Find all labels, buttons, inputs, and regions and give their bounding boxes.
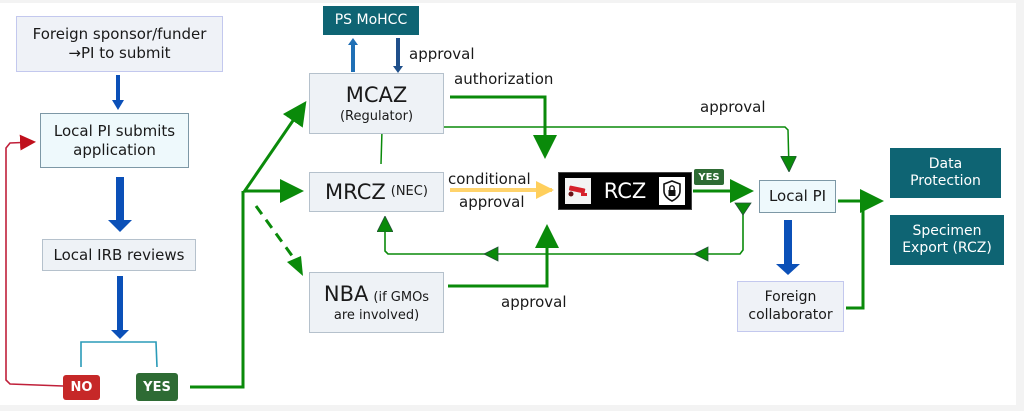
data-protection-line1: Data <box>928 155 963 172</box>
foreign-sponsor-line2: →PI to submit <box>68 44 171 62</box>
specimen-export-line2: Export (RCZ) <box>902 240 992 256</box>
nba-box: NBA (if GMOs are involved) <box>309 272 444 333</box>
mrcz-name: MRCZ <box>325 179 386 204</box>
nba-approval-label: approval <box>501 293 567 311</box>
mcaz-box: MCAZ (Regulator) <box>309 73 444 134</box>
specimen-export-line1: Specimen <box>912 222 982 239</box>
local-pi-submits-line1: Local PI submits <box>53 121 176 140</box>
specimen-export-box: Specimen Export (RCZ) <box>890 215 1004 265</box>
decision-bracket <box>80 341 158 368</box>
syringe-icon <box>565 178 591 204</box>
foreign-collaborator-line1: Foreign <box>764 289 817 305</box>
rcz-label: RCZ <box>603 178 647 203</box>
local-pi-submits-line2: application <box>73 140 156 159</box>
blue-flow-arrows <box>108 38 800 339</box>
mcaz-sub: (Regulator) <box>339 108 414 124</box>
rcz-yes-label: YES <box>698 171 720 183</box>
nba-name: NBA <box>323 282 369 307</box>
decision-no-label: NO <box>70 380 93 395</box>
nba-sub1: (if GMOs <box>373 290 430 306</box>
mcaz-approval-line <box>380 126 789 170</box>
local-pi-submits-box: Local PI submits application <box>40 113 189 168</box>
decision-yes-label: YES <box>143 379 171 395</box>
decision-no-badge: NO <box>63 375 100 400</box>
conditional-label-line2: approval <box>459 193 525 211</box>
foreign-sponsor-line1: Foreign sponsor/funder <box>32 25 207 44</box>
mcaz-name: MCAZ <box>345 83 408 108</box>
yes-to-fan-line <box>190 191 245 389</box>
authorization-label: authorization <box>454 70 554 88</box>
ps-mohcc-box: PS MoHCC <box>323 6 419 35</box>
mohcc-approval-label: approval <box>409 45 475 63</box>
no-loop-line <box>5 134 64 387</box>
local-irb-label: Local IRB reviews <box>53 245 185 264</box>
nba-sub2: are involved) <box>333 307 420 323</box>
mcaz-approval-label: approval <box>700 98 766 116</box>
arrow-to-mcaz <box>242 101 307 193</box>
foreign-collaborator-line2: collaborator <box>748 306 833 323</box>
local-pi-label: Local PI <box>768 187 827 206</box>
data-protection-line2: Protection <box>910 173 981 189</box>
return-loop-line <box>385 204 744 255</box>
decision-yes-badge: YES <box>136 373 178 401</box>
collaborator-to-outputs-line <box>846 196 865 310</box>
mrcz-box: MRCZ (NEC) <box>309 172 444 212</box>
mrcz-sub: (NEC) <box>390 183 428 199</box>
data-protection-box: Data Protection <box>890 148 1001 198</box>
nba-title-row: NBA (if GMOs <box>324 281 429 307</box>
local-pi-box: Local PI <box>759 180 836 213</box>
foreign-sponsor-box: Foreign sponsor/funder →PI to submit <box>16 16 223 72</box>
foreign-collaborator-box: Foreign collaborator <box>737 281 844 332</box>
arrow-to-nba-dashed <box>254 205 300 265</box>
authorization-line <box>450 95 557 159</box>
local-irb-box: Local IRB reviews <box>42 239 196 271</box>
rcz-box: RCZ <box>558 172 692 210</box>
conditional-label-line1: conditional <box>448 170 531 188</box>
nba-approval-line <box>448 224 559 288</box>
shield-lock-icon <box>658 177 685 205</box>
rcz-yes-badge: YES <box>694 169 724 185</box>
ps-mohcc-label: PS MoHCC <box>334 11 408 28</box>
